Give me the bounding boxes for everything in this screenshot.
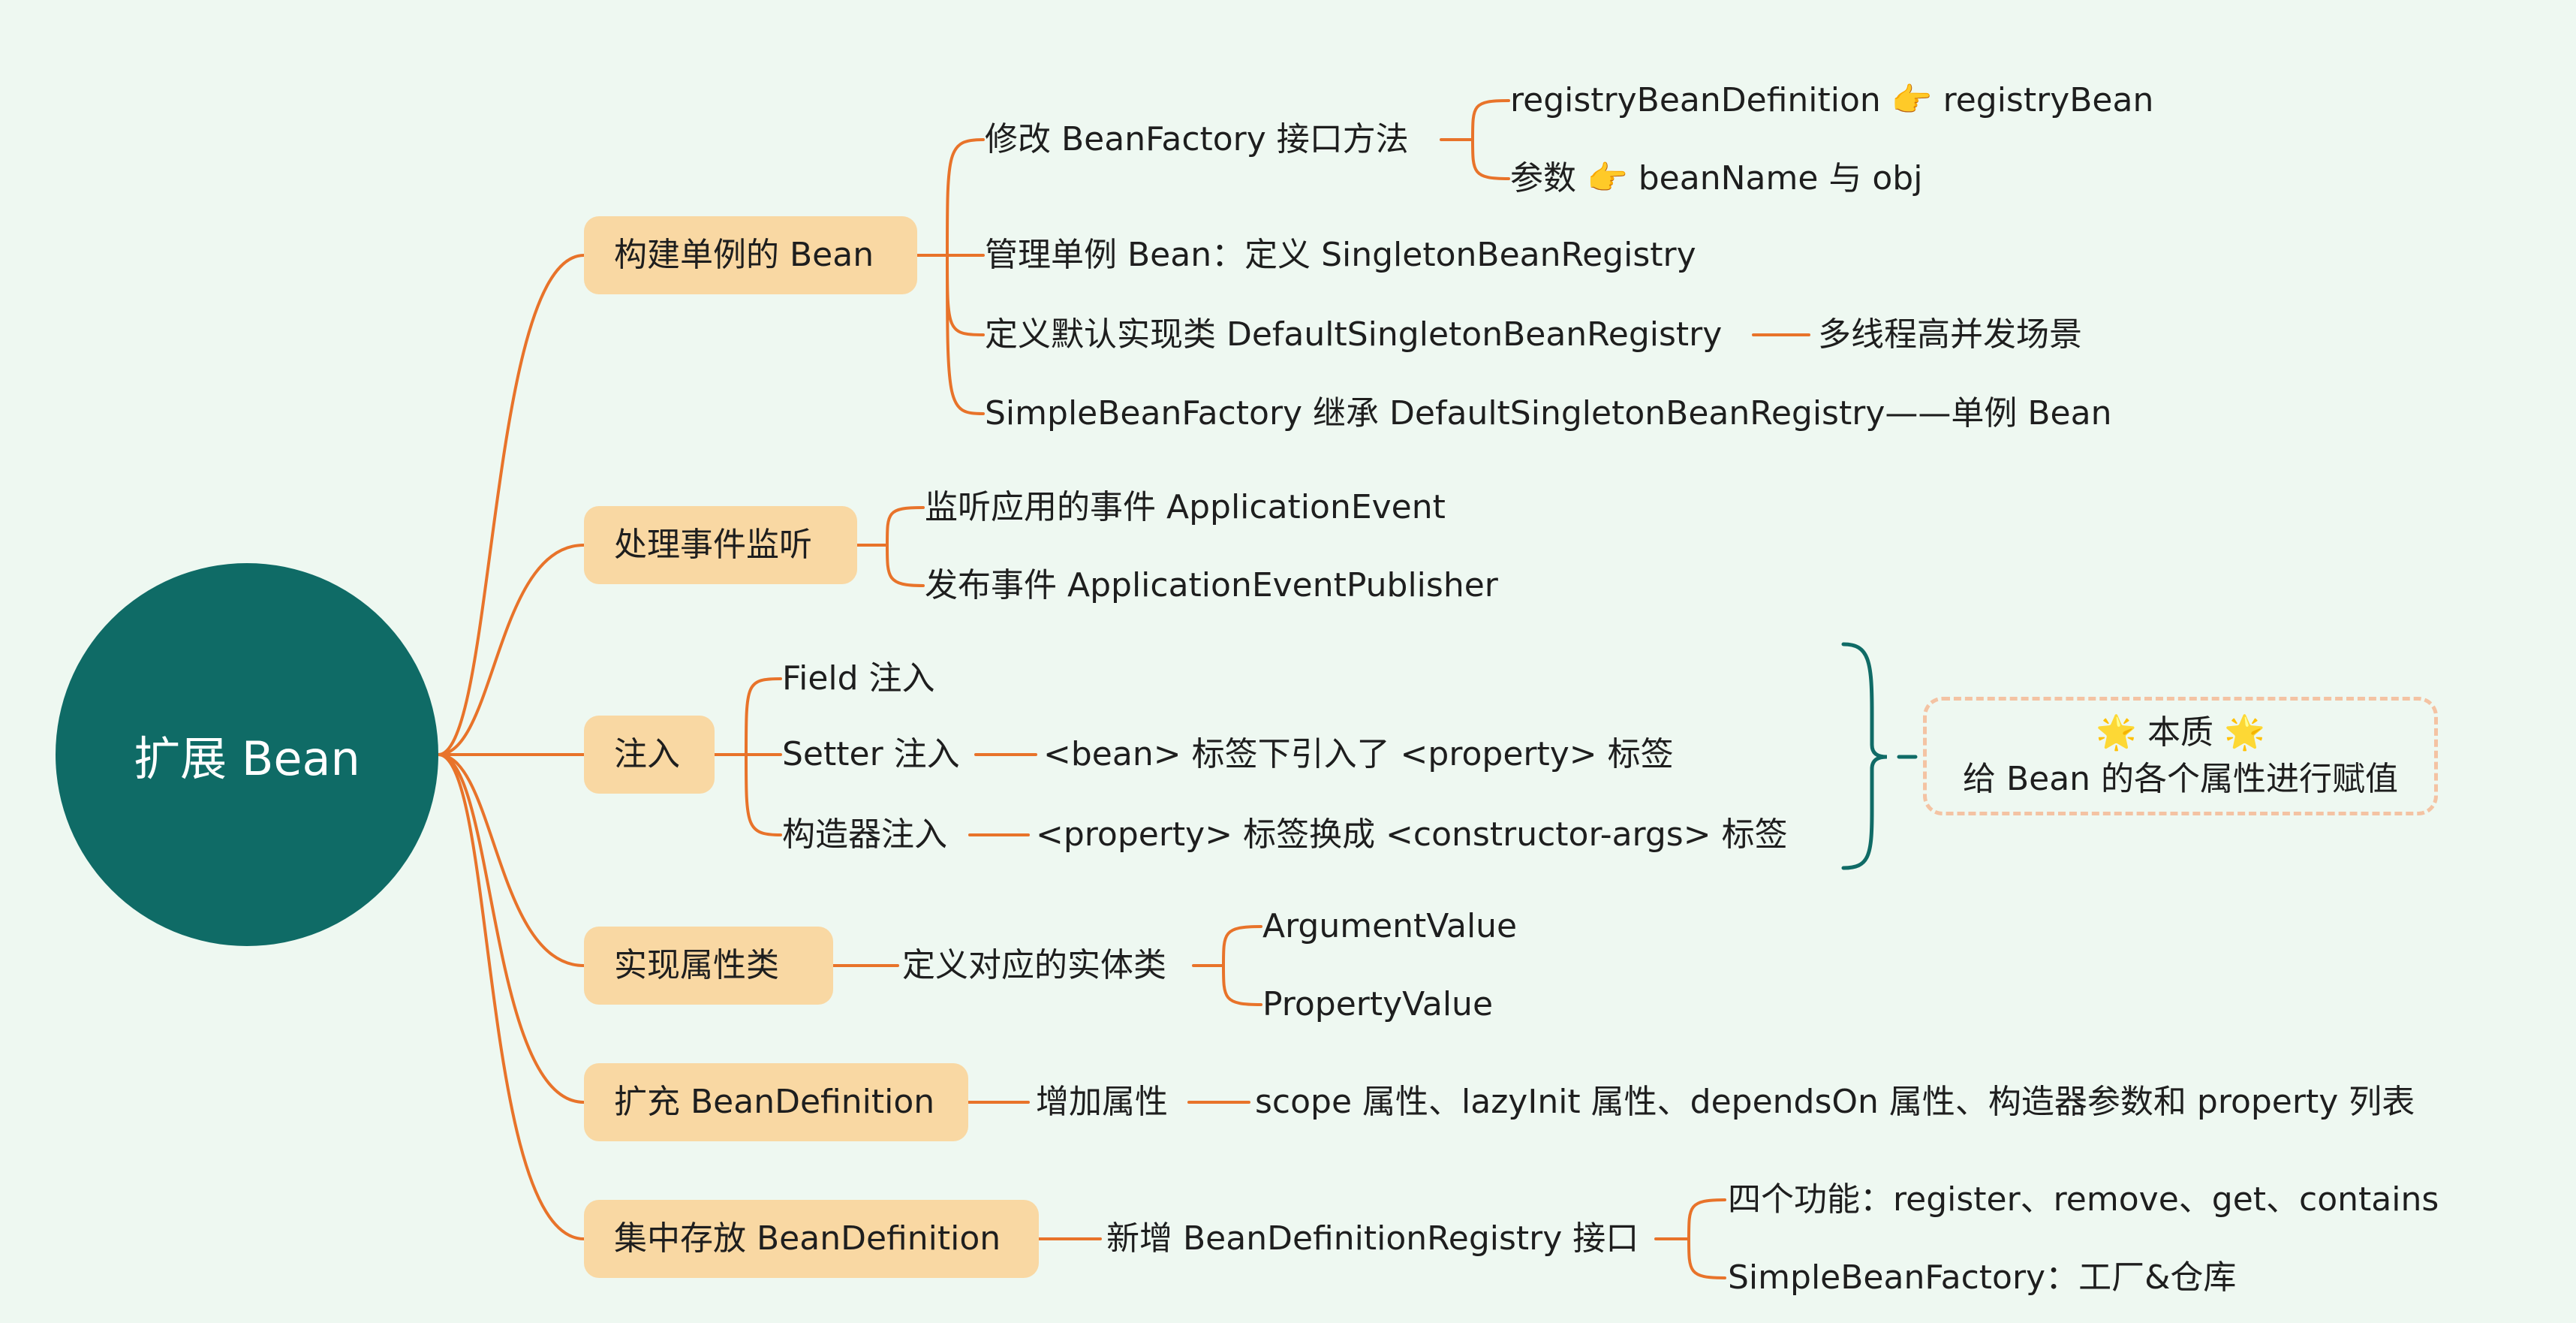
summary-brace bbox=[1841, 642, 1888, 870]
summary-title: 本质 bbox=[2147, 713, 2213, 752]
node-setter-detail[interactable]: <bean> 标签下引入了 <property> 标签 bbox=[1043, 735, 1674, 773]
node-add-attributes[interactable]: 增加属性 bbox=[1036, 1083, 1168, 1121]
node-simple-factory-extends[interactable]: SimpleBeanFactory 继承 DefaultSingletonBea… bbox=[985, 394, 2112, 432]
root-node[interactable]: 扩展 Bean bbox=[56, 563, 438, 946]
node-constructor-detail[interactable]: <property> 标签换成 <constructor-args> 标签 bbox=[1036, 815, 1788, 854]
node-attribute-list[interactable]: scope 属性、lazyInit 属性、dependsOn 属性、构造器参数和… bbox=[1255, 1083, 2415, 1121]
node-modify-beanfactory[interactable]: 修改 BeanFactory 接口方法 bbox=[985, 120, 1409, 158]
node-property-value[interactable]: PropertyValue bbox=[1262, 985, 1494, 1023]
node-registry-bean[interactable]: registryBeanDefinition 👉 registryBean bbox=[1510, 81, 2154, 119]
node-factory-warehouse[interactable]: SimpleBeanFactory：工厂&仓库 bbox=[1728, 1258, 2237, 1297]
node-four-functions[interactable]: 四个功能：register、remove、get、contains bbox=[1728, 1180, 2439, 1219]
summary-text: 给 Bean 的各个属性进行赋值 bbox=[1962, 760, 2399, 798]
node-registry-interface[interactable]: 新增 BeanDefinitionRegistry 接口 bbox=[1106, 1219, 1639, 1258]
link-b1-children bbox=[916, 138, 985, 415]
star-icon: 🌟 bbox=[2096, 713, 2137, 752]
link-root-branch-5 bbox=[437, 753, 585, 1104]
link-b2-children bbox=[856, 506, 925, 587]
node-argument-value[interactable]: ArgumentValue bbox=[1262, 907, 1518, 945]
node-params[interactable]: 参数 👉 beanName 与 obj bbox=[1510, 159, 1923, 197]
summary-title-line: 🌟 本质 🌟 bbox=[1927, 710, 2434, 756]
link-root-branch-4 bbox=[437, 753, 585, 967]
summary-box[interactable]: 🌟 本质 🌟 给 Bean 的各个属性进行赋值 bbox=[1923, 697, 2438, 815]
node-default-registry[interactable]: 定义默认实现类 DefaultSingletonBeanRegistry bbox=[985, 315, 1723, 354]
link-b3-children bbox=[713, 677, 782, 836]
branch-event-listener[interactable]: 处理事件监听 bbox=[584, 506, 857, 584]
node-constructor-injection[interactable]: 构造器注入 bbox=[782, 815, 947, 854]
link-root-branch-2 bbox=[437, 544, 585, 756]
branch-singleton-bean[interactable]: 构建单例的 Bean bbox=[584, 216, 917, 294]
branch-injection[interactable]: 注入 bbox=[584, 716, 715, 794]
node-singleton-registry[interactable]: 管理单例 Bean：定义 SingletonBeanRegistry bbox=[985, 236, 1696, 274]
star-icon: 🌟 bbox=[2224, 713, 2265, 752]
branch-property-class[interactable]: 实现属性类 bbox=[584, 927, 833, 1005]
node-setter-injection[interactable]: Setter 注入 bbox=[782, 735, 960, 773]
branch-bean-definition[interactable]: 扩充 BeanDefinition bbox=[584, 1063, 968, 1141]
node-application-event[interactable]: 监听应用的事件 ApplicationEvent bbox=[925, 488, 1446, 526]
node-entity-class[interactable]: 定义对应的实体类 bbox=[902, 946, 1166, 984]
link-r1-children bbox=[1654, 1198, 1726, 1279]
link-p1-children bbox=[1192, 925, 1262, 1006]
node-event-publisher[interactable]: 发布事件 ApplicationEventPublisher bbox=[925, 566, 1498, 604]
link-n1-children bbox=[1440, 99, 1510, 180]
node-concurrency[interactable]: 多线程高并发场景 bbox=[1818, 315, 2082, 354]
link-root-branch-6 bbox=[437, 753, 585, 1240]
branch-registry[interactable]: 集中存放 BeanDefinition bbox=[584, 1200, 1039, 1278]
link-root-branch-1 bbox=[437, 254, 585, 756]
node-field-injection[interactable]: Field 注入 bbox=[782, 659, 935, 698]
